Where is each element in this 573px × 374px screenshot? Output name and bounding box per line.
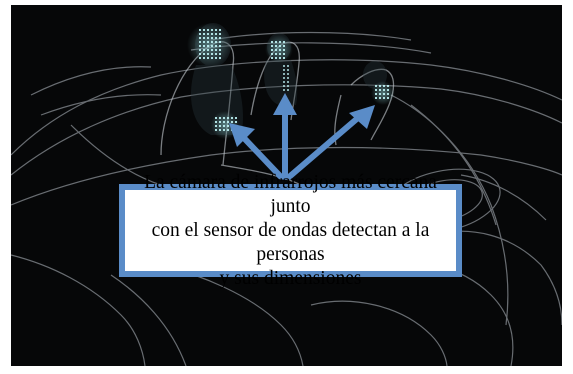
arrow-icon-left: [229, 123, 284, 180]
caption-line-2: con el sensor de ondas detectan a la per…: [151, 219, 430, 265]
sensor-dots: [187, 23, 395, 139]
car-interior-photo: La cámara de infrarrojos más cercana jun…: [11, 5, 562, 366]
arrow-icon-center: [273, 93, 297, 180]
caption-line-3: y sus dimensiones: [219, 267, 362, 289]
caption-text: La cámara de infrarrojos más cercana jun…: [125, 171, 456, 291]
caption-callout: La cámara de infrarrojos más cercana jun…: [119, 172, 462, 289]
arrow-icon-right: [286, 105, 375, 180]
pointer-arrows: [229, 93, 375, 180]
caption-line-1: La cámara de infrarrojos más cercana jun…: [144, 171, 437, 217]
